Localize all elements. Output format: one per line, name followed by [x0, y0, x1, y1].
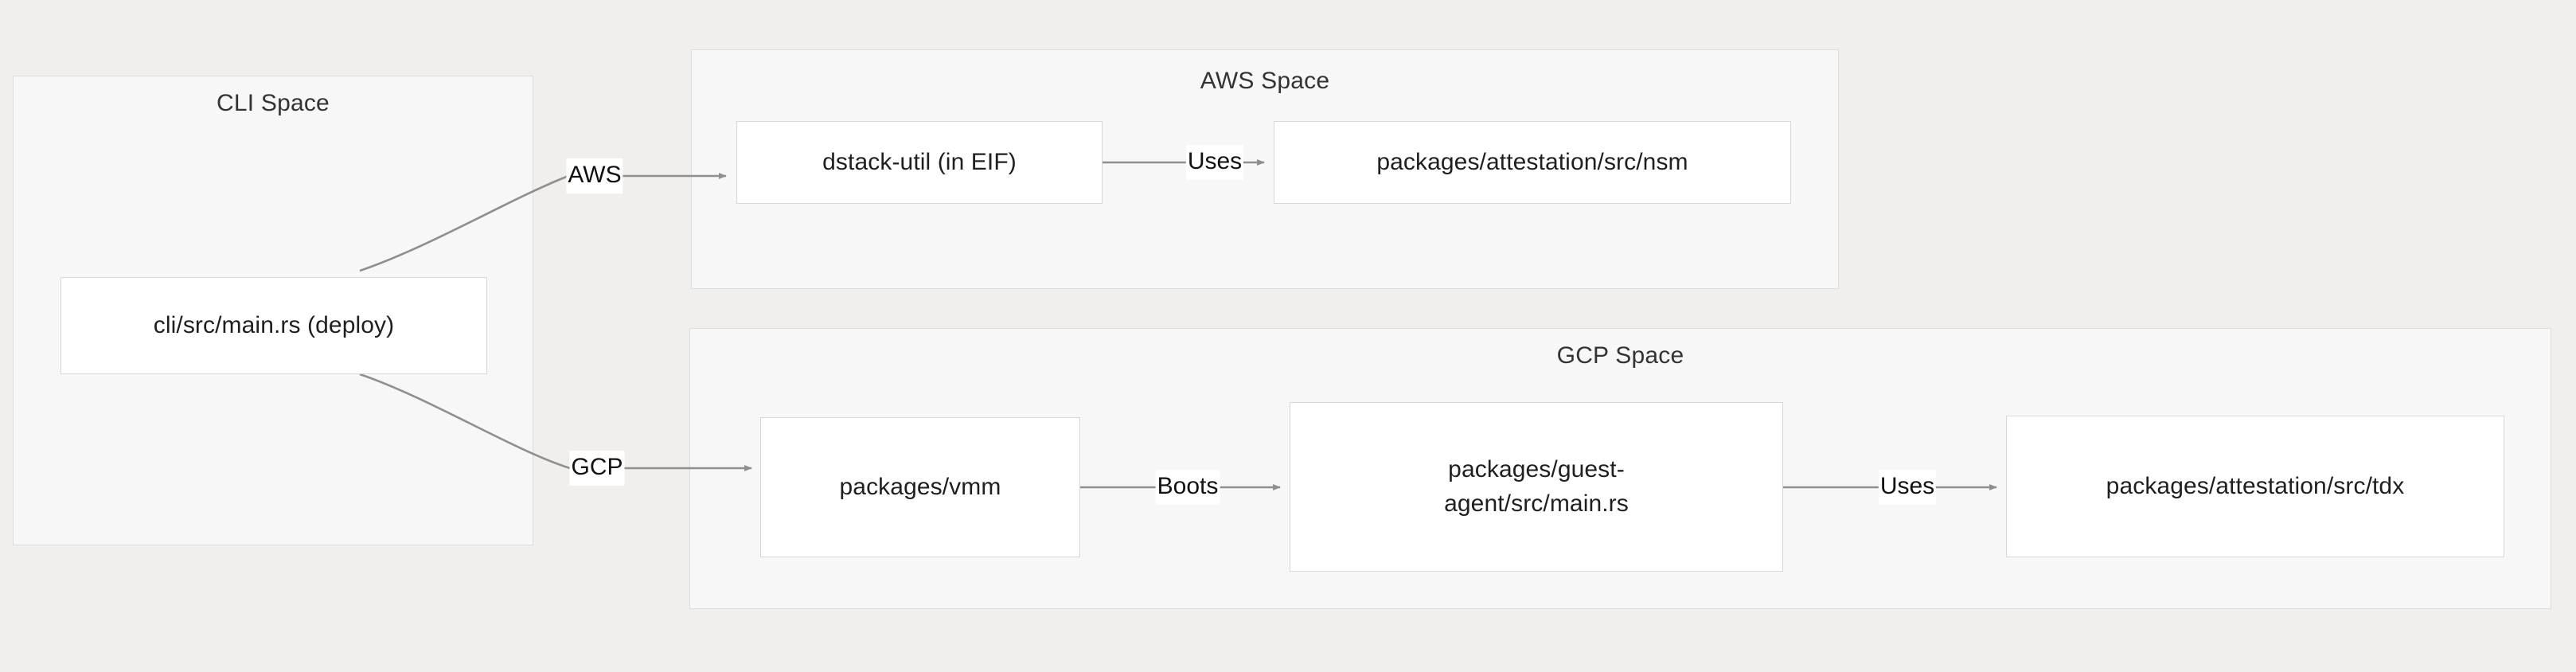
node-dstack-util-label: dstack-util (in EIF) [822, 148, 1017, 175]
node-nsm-label: packages/attestation/src/nsm [1376, 148, 1688, 175]
node-vmm-label: packages/vmm [839, 473, 1001, 500]
cluster-gcp-space-title: GCP Space [1556, 342, 1684, 369]
edge-label-cli-to-aws: AWS [566, 158, 623, 193]
node-guest-agent[interactable]: packages/guest- agent/src/main.rs [1290, 402, 1783, 572]
node-nsm[interactable]: packages/attestation/src/nsm [1274, 121, 1791, 204]
node-tdx-label: packages/attestation/src/tdx [2106, 472, 2405, 499]
node-dstack-util[interactable]: dstack-util (in EIF) [736, 121, 1103, 204]
edge-label-cli-to-gcp: GCP [569, 451, 625, 486]
node-cli-main[interactable]: cli/src/main.rs (deploy) [60, 277, 487, 374]
cluster-cli-space-title: CLI Space [217, 90, 330, 116]
edge-label-dstack-util-to-nsm: Uses [1185, 145, 1244, 180]
node-cli-main-label: cli/src/main.rs (deploy) [153, 311, 395, 338]
cluster-aws-space-title: AWS Space [1200, 68, 1330, 94]
node-guest-agent-label-line2: agent/src/main.rs [1444, 490, 1629, 517]
edge-label-vmm-to-guest-agent: Boots [1155, 470, 1220, 505]
node-guest-agent-label-line1: packages/guest- [1448, 455, 1625, 483]
edge-label-guest-agent-to-tdx: Uses [1878, 470, 1937, 505]
node-tdx[interactable]: packages/attestation/src/tdx [2006, 416, 2504, 557]
node-vmm[interactable]: packages/vmm [760, 417, 1080, 557]
